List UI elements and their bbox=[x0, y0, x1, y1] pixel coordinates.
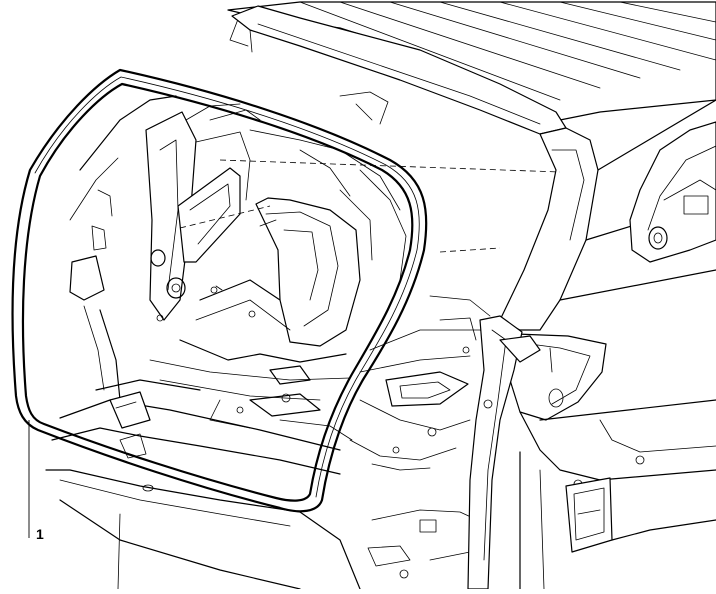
right-opening-flange bbox=[467, 315, 541, 590]
rear-lower-panel bbox=[45, 391, 487, 590]
callout-1: 1 bbox=[28, 420, 44, 542]
left-quarter-inner bbox=[69, 95, 201, 401]
callout-1-label: 1 bbox=[36, 526, 44, 542]
liftgate-weatherstrip bbox=[11, 68, 428, 513]
cargo-interior bbox=[145, 91, 561, 471]
right-quarter-panel bbox=[499, 99, 716, 590]
